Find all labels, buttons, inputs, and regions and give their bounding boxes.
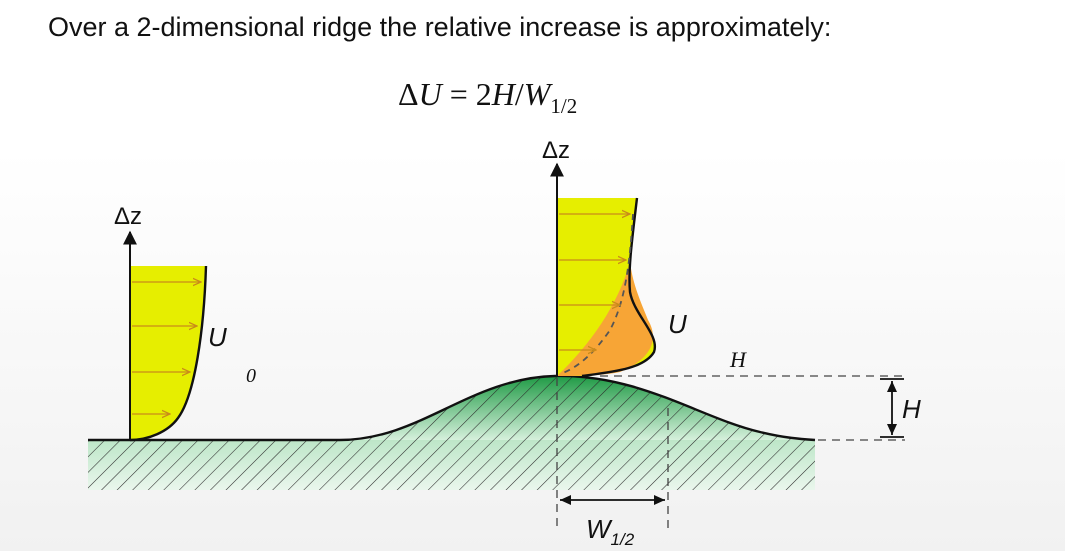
height-dimension [880,378,904,438]
halfwidth-dimension [560,495,665,505]
upstream-u-label: U [208,322,227,352]
formula-slash: / [514,76,524,112]
reference-lines [556,375,905,530]
crest-velocity-profile [550,162,657,378]
formula-coef: 2 [475,76,492,112]
crest-u-label: U [668,309,687,339]
formula-equals: = [441,76,476,112]
upstream-axis-label: Δz [114,203,142,230]
page-heading: Over a 2-dimensional ridge the relative … [48,12,832,42]
crest-axis-label: Δz [542,137,570,164]
formula-h: H [491,76,515,112]
halfwidth-label-sub: 1/2 [611,530,635,549]
formula-u: U [418,76,442,112]
crest-height-label: H [729,347,747,372]
halfwidth-label-main: W [586,514,613,544]
upstream-u-subscript: 0 [246,365,256,387]
upstream-velocity-profile [123,230,208,442]
formula-w-subscript: 1/2 [550,94,578,118]
height-dimension-label: H [902,394,921,424]
ridge-surface-line [88,374,816,442]
formula-delta: Δ [398,76,419,112]
formula-w: W [523,76,551,112]
upstream-profile-dashed [559,213,634,375]
halfwidth-label: W1/2 [586,514,635,549]
speedup-formula: ΔU = 2H/W1/2 [398,76,577,117]
